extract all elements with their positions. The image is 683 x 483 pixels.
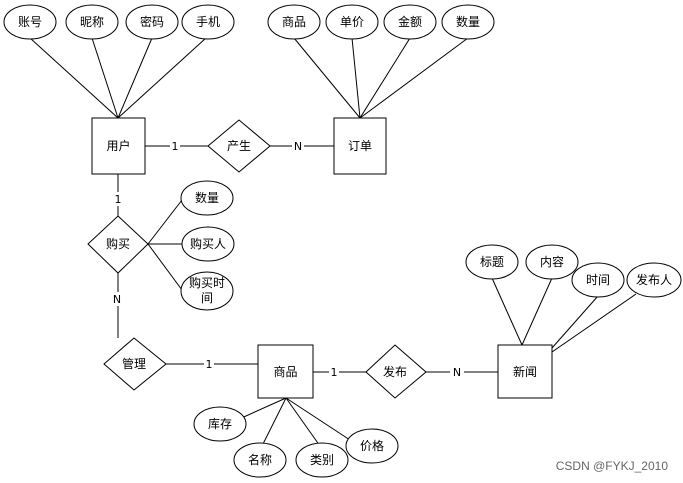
svg-text:购买人: 购买人 bbox=[190, 236, 226, 251]
svg-text:N: N bbox=[294, 140, 302, 153]
attribute-lines bbox=[29, 37, 637, 447]
svg-text:购买: 购买 bbox=[106, 236, 130, 251]
card-produce-order: N bbox=[292, 139, 304, 153]
svg-text:购买时: 购买时 bbox=[189, 275, 225, 290]
attr-purchase-quantity: 数量 bbox=[180, 180, 234, 216]
svg-text:时间: 时间 bbox=[586, 273, 610, 287]
svg-text:新闻: 新闻 bbox=[513, 364, 537, 379]
relation-publish: 发布 bbox=[365, 344, 427, 399]
attr-user-account: 账号 bbox=[3, 4, 57, 40]
card-manage-product: 1 bbox=[204, 357, 214, 371]
svg-text:价格: 价格 bbox=[360, 438, 384, 453]
svg-text:订单: 订单 bbox=[348, 139, 372, 153]
svg-text:密码: 密码 bbox=[140, 14, 164, 29]
relationship-lines bbox=[117, 145, 498, 373]
attr-product-category: 类别 bbox=[295, 442, 349, 478]
svg-text:类别: 类别 bbox=[310, 453, 334, 467]
watermark: CSDN @FYKJ_2010 bbox=[556, 459, 669, 473]
svg-text:用户: 用户 bbox=[106, 138, 130, 153]
entity-product: 商品 bbox=[257, 344, 314, 399]
card-product-publish: 1 bbox=[329, 365, 339, 379]
svg-text:N: N bbox=[113, 293, 121, 306]
svg-text:内容: 内容 bbox=[540, 254, 564, 269]
attr-news-content: 内容 bbox=[525, 244, 579, 280]
svg-text:产生: 产生 bbox=[227, 139, 251, 153]
svg-text:1: 1 bbox=[331, 366, 338, 379]
attr-news-publisher: 发布人 bbox=[626, 262, 682, 298]
attr-order-unit-price: 单价 bbox=[325, 4, 379, 40]
relation-purchase: 购买 bbox=[87, 215, 149, 274]
attr-news-title: 标题 bbox=[465, 244, 519, 280]
attr-purchase-buyer: 购买人 bbox=[181, 226, 235, 262]
svg-text:1: 1 bbox=[206, 358, 213, 371]
relation-manage: 管理 bbox=[103, 337, 167, 391]
attr-news-time: 时间 bbox=[571, 262, 625, 298]
svg-text:商品: 商品 bbox=[282, 14, 306, 29]
svg-text:单价: 单价 bbox=[340, 15, 364, 29]
entity-news: 新闻 bbox=[497, 344, 553, 399]
attr-product-name: 名称 bbox=[233, 442, 287, 478]
attr-user-password: 密码 bbox=[125, 4, 179, 40]
card-user-produce: 1 bbox=[170, 139, 180, 153]
svg-text:发布: 发布 bbox=[383, 364, 407, 379]
svg-text:N: N bbox=[453, 366, 461, 379]
attr-purchase-time: 购买时 间 bbox=[180, 271, 234, 311]
relation-produce: 产生 bbox=[207, 119, 271, 173]
attr-user-nickname: 昵称 bbox=[65, 4, 119, 40]
svg-text:手机: 手机 bbox=[196, 15, 220, 29]
attr-order-quantity: 数量 bbox=[441, 4, 495, 40]
svg-text:商品: 商品 bbox=[273, 364, 297, 379]
svg-text:标题: 标题 bbox=[480, 255, 504, 269]
svg-text:间: 间 bbox=[201, 291, 213, 305]
svg-text:昵称: 昵称 bbox=[80, 15, 104, 29]
card-user-purchase: 1 bbox=[112, 192, 124, 206]
attr-user-phone: 手机 bbox=[181, 4, 235, 40]
attr-order-amount: 金额 bbox=[383, 4, 437, 40]
card-purchase-manage: N bbox=[110, 292, 124, 306]
attr-order-product: 商品 bbox=[267, 4, 321, 40]
svg-text:数量: 数量 bbox=[195, 190, 219, 205]
svg-text:账号: 账号 bbox=[18, 15, 42, 29]
svg-text:金额: 金额 bbox=[398, 14, 422, 29]
attr-product-stock: 库存 bbox=[193, 406, 247, 442]
svg-text:数量: 数量 bbox=[456, 14, 480, 29]
svg-text:1: 1 bbox=[115, 193, 122, 206]
entity-order: 订单 bbox=[333, 117, 387, 175]
svg-text:1: 1 bbox=[172, 140, 179, 153]
svg-text:发布人: 发布人 bbox=[636, 272, 672, 287]
card-publish-news: N bbox=[450, 365, 464, 379]
svg-text:名称: 名称 bbox=[248, 452, 272, 467]
entity-user: 用户 bbox=[91, 117, 146, 175]
svg-text:管理: 管理 bbox=[122, 356, 146, 371]
attr-product-price: 价格 bbox=[345, 428, 399, 464]
svg-text:库存: 库存 bbox=[208, 416, 232, 431]
